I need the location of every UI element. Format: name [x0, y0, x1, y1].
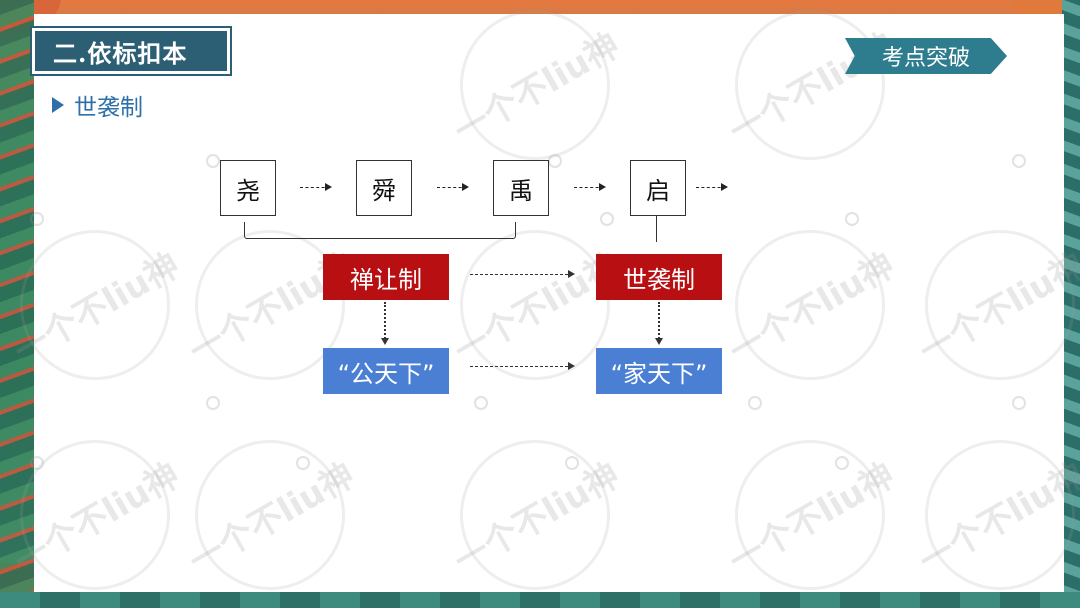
ruler-box-qi: 启 — [630, 160, 686, 216]
succession-arrow — [696, 183, 728, 191]
gongtianxia-box: “公天下” — [323, 348, 449, 394]
derivation-arrow — [655, 302, 663, 345]
section-title: 二.依标扣本 — [30, 26, 232, 76]
subheading-text: 世袭制 — [74, 95, 143, 121]
transition-arrow — [470, 270, 575, 278]
transition-arrow — [470, 362, 575, 370]
succession-arrow — [574, 183, 606, 191]
ruler-box-shun: 舜 — [356, 160, 412, 216]
derivation-arrow — [381, 302, 389, 345]
ruler-box-yao: 尧 — [220, 160, 276, 216]
exam-point-badge: 考点突破 — [845, 38, 1007, 74]
ruler-box-yu: 禹 — [493, 160, 549, 216]
triangle-bullet-icon — [52, 97, 64, 113]
subheading: 世袭制 — [52, 88, 143, 122]
succession-arrow — [437, 183, 469, 191]
jiatianxia-box: “家天下” — [596, 348, 722, 394]
shixi-system-box: 世袭制 — [596, 254, 722, 300]
slide-panel — [34, 14, 1064, 592]
connector-line — [656, 216, 657, 242]
succession-arrow — [300, 183, 332, 191]
decorative-bottom-border — [0, 592, 1080, 608]
shanrang-system-box: 禅让制 — [323, 254, 449, 300]
grouping-bracket — [244, 222, 516, 239]
